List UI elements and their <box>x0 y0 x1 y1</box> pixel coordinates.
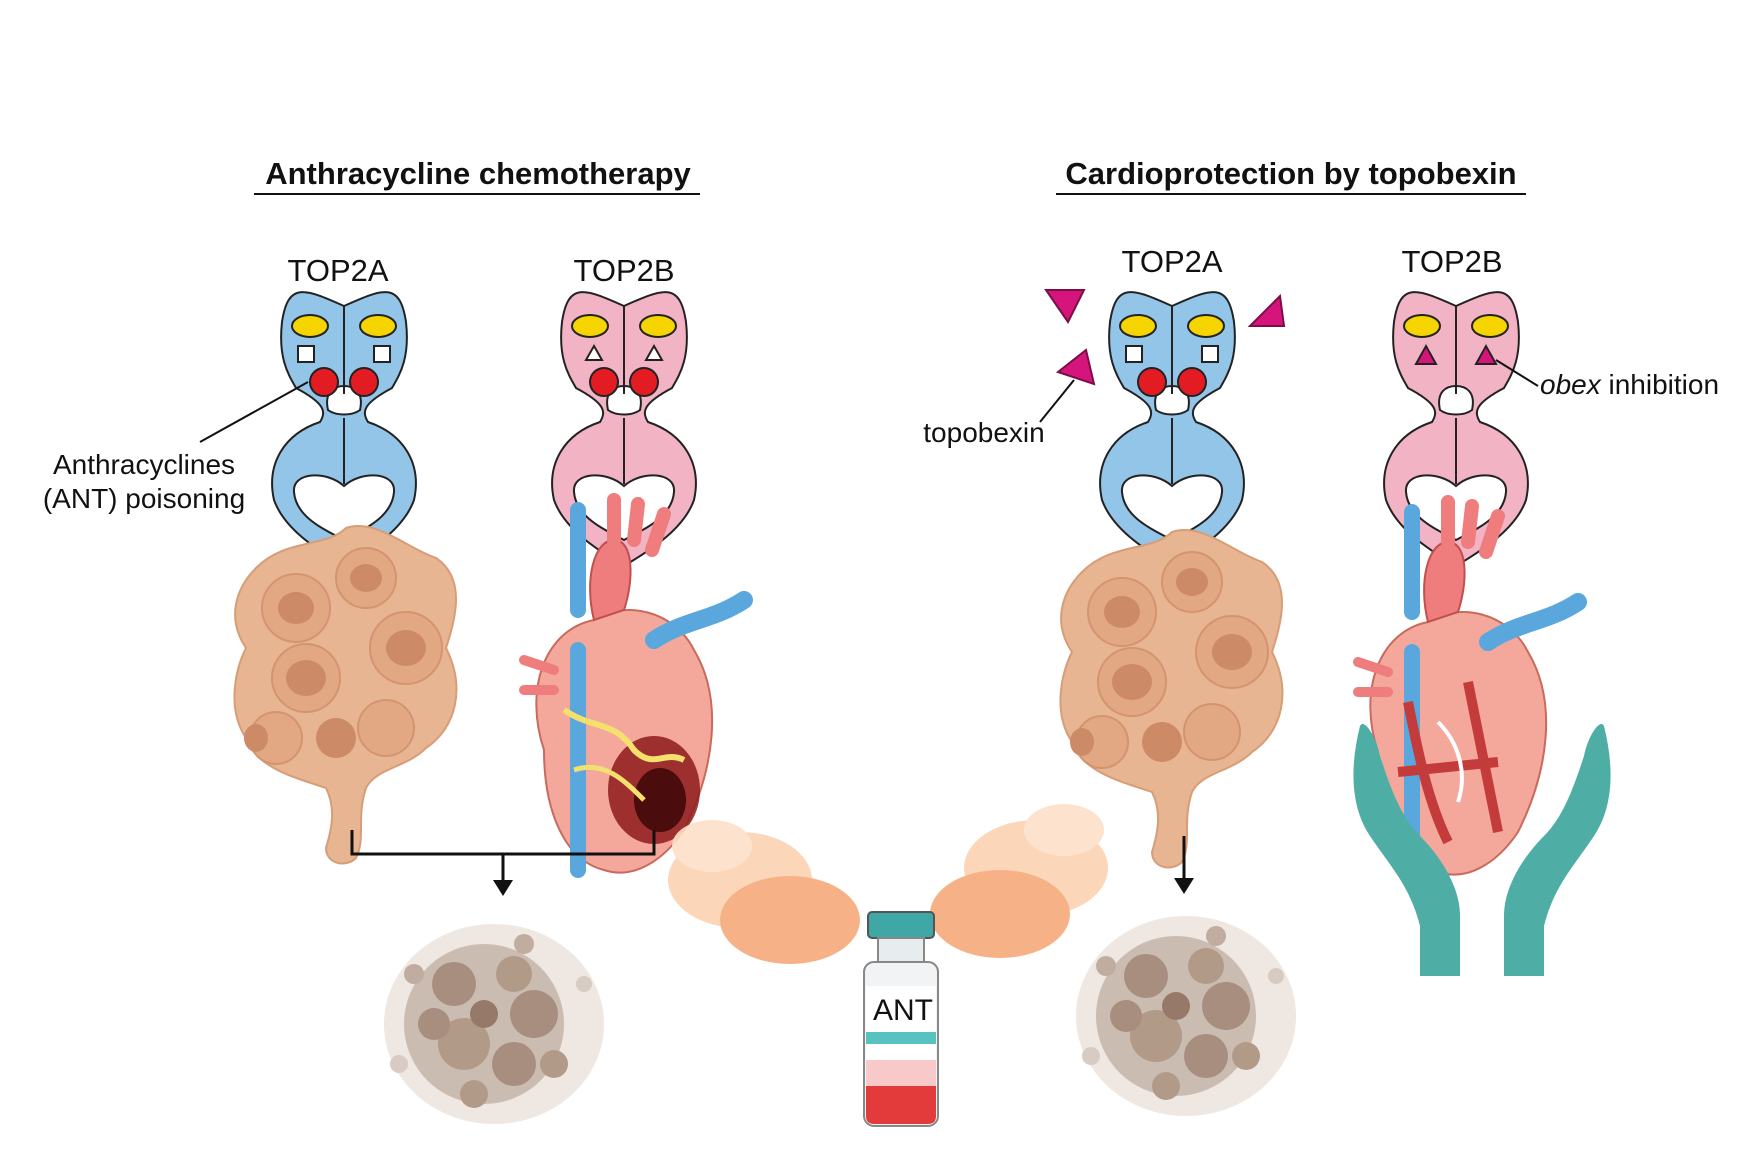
left-heading: Anthracycline chemotherapy <box>265 156 691 191</box>
right-heading: Cardioprotection by topobexin <box>1065 156 1516 191</box>
right-enzyme-a-label: TOP2A <box>1121 244 1222 279</box>
topobexin-triangle-3 <box>1055 348 1096 386</box>
vial-stripe <box>866 1032 936 1044</box>
right-down-arrow-head <box>1174 878 1194 894</box>
left-down-arrow-head <box>493 880 513 896</box>
left-top2b-enzyme <box>551 291 697 567</box>
right-enzyme-b-label: TOP2B <box>1401 244 1502 279</box>
left-cancer-cells <box>233 524 458 865</box>
left-dead-cells <box>384 924 604 1124</box>
topobexin-label: topobexin <box>923 417 1044 448</box>
drug-vial: ANT <box>668 804 1108 1127</box>
right-dead-cells <box>1076 916 1296 1116</box>
spray-left <box>668 820 860 964</box>
obex-italic: obex <box>1540 369 1602 400</box>
topobexin-pointer <box>1039 379 1075 423</box>
obex-pointer <box>1495 359 1539 387</box>
vial-label-band <box>866 986 936 1060</box>
vial-neck <box>877 937 925 965</box>
left-panel: Anthracycline chemotherapy TOP2A TOP2B A… <box>43 156 744 1124</box>
obex-rest: inhibition <box>1601 369 1719 400</box>
obex-inhibition-label: obex inhibition <box>1540 369 1719 400</box>
poison-label-line1: Anthracyclines <box>53 449 235 480</box>
left-enzyme-a-label: TOP2A <box>287 253 388 288</box>
topobexin-triangle-2 <box>1247 293 1286 327</box>
protected-heart <box>1358 502 1578 875</box>
vial-liquid <box>866 1086 936 1124</box>
right-panel: Cardioprotection by topobexin TOP2A TOP2… <box>923 156 1719 1116</box>
spray-right <box>930 804 1108 958</box>
vial-cap <box>867 911 935 939</box>
right-top2a-enzyme <box>1099 291 1245 567</box>
poison-pointer <box>199 381 309 443</box>
left-enzyme-b-label: TOP2B <box>573 253 674 288</box>
left-top2a-enzyme <box>271 291 417 567</box>
left-damaged-heart <box>524 500 744 873</box>
poison-label-line2: (ANT) poisoning <box>43 483 245 514</box>
topobexin-triangle-1 <box>1044 289 1086 324</box>
right-top2b-enzyme <box>1383 291 1529 567</box>
vial-label: ANT <box>873 994 933 1027</box>
